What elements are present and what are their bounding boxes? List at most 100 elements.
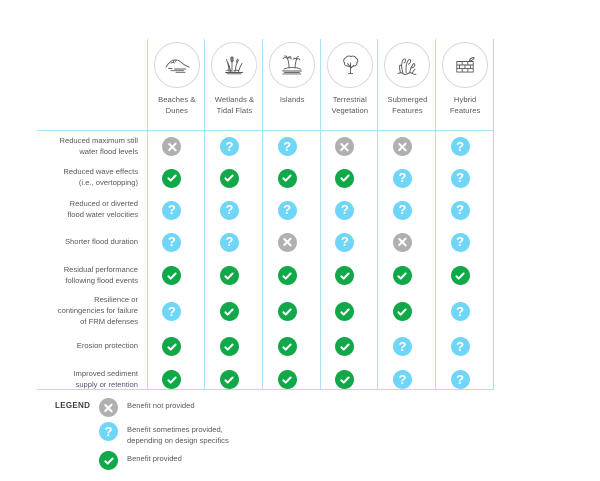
cell-r7-c1[interactable] [201, 370, 259, 389]
status-badge-not-provided [99, 398, 118, 417]
cell-r3-c1[interactable]: ? [201, 232, 259, 252]
status-badge-provided [392, 266, 412, 285]
cell-r5-c4[interactable] [374, 302, 432, 321]
brick-wall-icon [442, 42, 489, 88]
cell-r0-c4[interactable] [374, 137, 432, 156]
cell-r1-c5[interactable]: ? [431, 168, 489, 188]
cell-r5-c5[interactable]: ? [431, 302, 489, 321]
cell-r2-c3[interactable]: ? [316, 200, 374, 220]
cell-r5-c0[interactable]: ? [143, 302, 201, 321]
cell-r1-c2[interactable] [258, 168, 316, 188]
matrix-grid: Beaches &Dunes [37, 30, 494, 390]
legend-item-not-provided: Benefit not provided [99, 398, 229, 417]
cell-r2-c1[interactable]: ? [201, 200, 259, 220]
cell-r4-c3[interactable] [316, 266, 374, 285]
status-badge-sometimes-provided: ? [162, 232, 182, 252]
cell-r5-c1[interactable] [201, 302, 259, 321]
column-header-wetlands-tidal-flats[interactable]: Wetlands &Tidal Flats [206, 30, 264, 130]
status-badge-provided [219, 168, 239, 188]
cell-r2-c2[interactable]: ? [258, 200, 316, 220]
cell-r1-c4[interactable]: ? [374, 168, 432, 188]
cell-r1-c3[interactable] [316, 168, 374, 188]
cell-r6-c2[interactable] [258, 337, 316, 356]
cell-r3-c4[interactable] [374, 232, 432, 252]
status-badge-not-provided [335, 137, 355, 156]
cell-r6-c0[interactable] [143, 337, 201, 356]
status-badge-provided [450, 266, 470, 285]
status-badge-sometimes-provided: ? [450, 370, 470, 389]
island-icon [269, 42, 316, 88]
cell-r2-c0[interactable]: ? [143, 200, 201, 220]
cell-r0-c0[interactable] [143, 137, 201, 156]
cell-r2-c5[interactable]: ? [431, 200, 489, 220]
cell-r4-c4[interactable] [374, 266, 432, 285]
column-header-label: Beaches &Dunes [158, 95, 196, 115]
cell-r7-c0[interactable] [143, 370, 201, 389]
status-badge-provided [335, 302, 355, 321]
cell-r4-c0[interactable] [143, 266, 201, 285]
legend-item-sometimes-provided: ? Benefit sometimes provided,depending o… [99, 422, 229, 446]
cell-r4-c2[interactable] [258, 266, 316, 285]
cell-r5-c2[interactable] [258, 302, 316, 321]
legend-title: LEGEND [55, 401, 91, 410]
legend-items: Benefit not provided ? Benefit sometimes… [99, 398, 229, 475]
status-badge-provided [162, 168, 182, 188]
row-label-reduced-wave-effects: Reduced wave effects(i.e., overtopping) [63, 167, 138, 187]
status-badge-not-provided [392, 232, 412, 252]
column-header-label: Wetlands &Tidal Flats [214, 95, 255, 115]
cell-r0-c3[interactable] [316, 137, 374, 156]
matrix-header-row: Beaches &Dunes [148, 30, 494, 130]
column-header-beaches-dunes[interactable]: Beaches &Dunes [148, 30, 206, 130]
cell-r6-c3[interactable] [316, 337, 374, 356]
status-badge-provided [335, 337, 355, 356]
cell-r6-c4[interactable]: ? [374, 337, 432, 356]
cell-r0-c1[interactable]: ? [201, 137, 259, 156]
status-badge-provided [162, 266, 182, 285]
cell-r7-c5[interactable]: ? [431, 370, 489, 389]
column-header-islands[interactable]: Islands [263, 30, 321, 130]
header-divider-line [37, 130, 494, 131]
status-badge-provided [392, 302, 412, 321]
cell-r3-c2[interactable] [258, 232, 316, 252]
cell-r2-c4[interactable]: ? [374, 200, 432, 220]
cell-r6-c5[interactable]: ? [431, 337, 489, 356]
cell-r5-c3[interactable] [316, 302, 374, 321]
status-badge-provided [219, 302, 239, 321]
table-row: Erosion protection ? ? [37, 330, 494, 363]
status-badge-sometimes-provided: ? [219, 200, 239, 220]
status-badge-provided [99, 451, 118, 471]
cell-r1-c0[interactable] [143, 168, 201, 188]
status-badge-sometimes-provided: ? [335, 200, 355, 220]
column-divider-1 [204, 39, 205, 389]
cell-r7-c3[interactable] [316, 370, 374, 389]
status-badge-sometimes-provided: ? [392, 370, 412, 389]
cell-r1-c1[interactable] [201, 168, 259, 188]
cell-r6-c1[interactable] [201, 337, 259, 356]
cell-r0-c2[interactable]: ? [258, 137, 316, 156]
status-badge-sometimes-provided: ? [450, 337, 470, 356]
cell-r7-c2[interactable] [258, 370, 316, 389]
status-badge-provided [335, 370, 355, 389]
cell-r3-c0[interactable]: ? [143, 232, 201, 252]
status-badge-sometimes-provided: ? [277, 200, 297, 220]
cell-r4-c1[interactable] [201, 266, 259, 285]
cell-r3-c3[interactable]: ? [316, 232, 374, 252]
cell-r0-c5[interactable]: ? [431, 137, 489, 156]
wetland-tidal-flat-icon [211, 42, 258, 88]
status-badge-provided [335, 168, 355, 188]
status-badge-provided [277, 302, 297, 321]
cell-r3-c5[interactable]: ? [431, 232, 489, 252]
cell-r7-c4[interactable]: ? [374, 370, 432, 389]
status-badge-sometimes-provided: ? [450, 168, 470, 188]
cell-r4-c5[interactable] [431, 266, 489, 285]
